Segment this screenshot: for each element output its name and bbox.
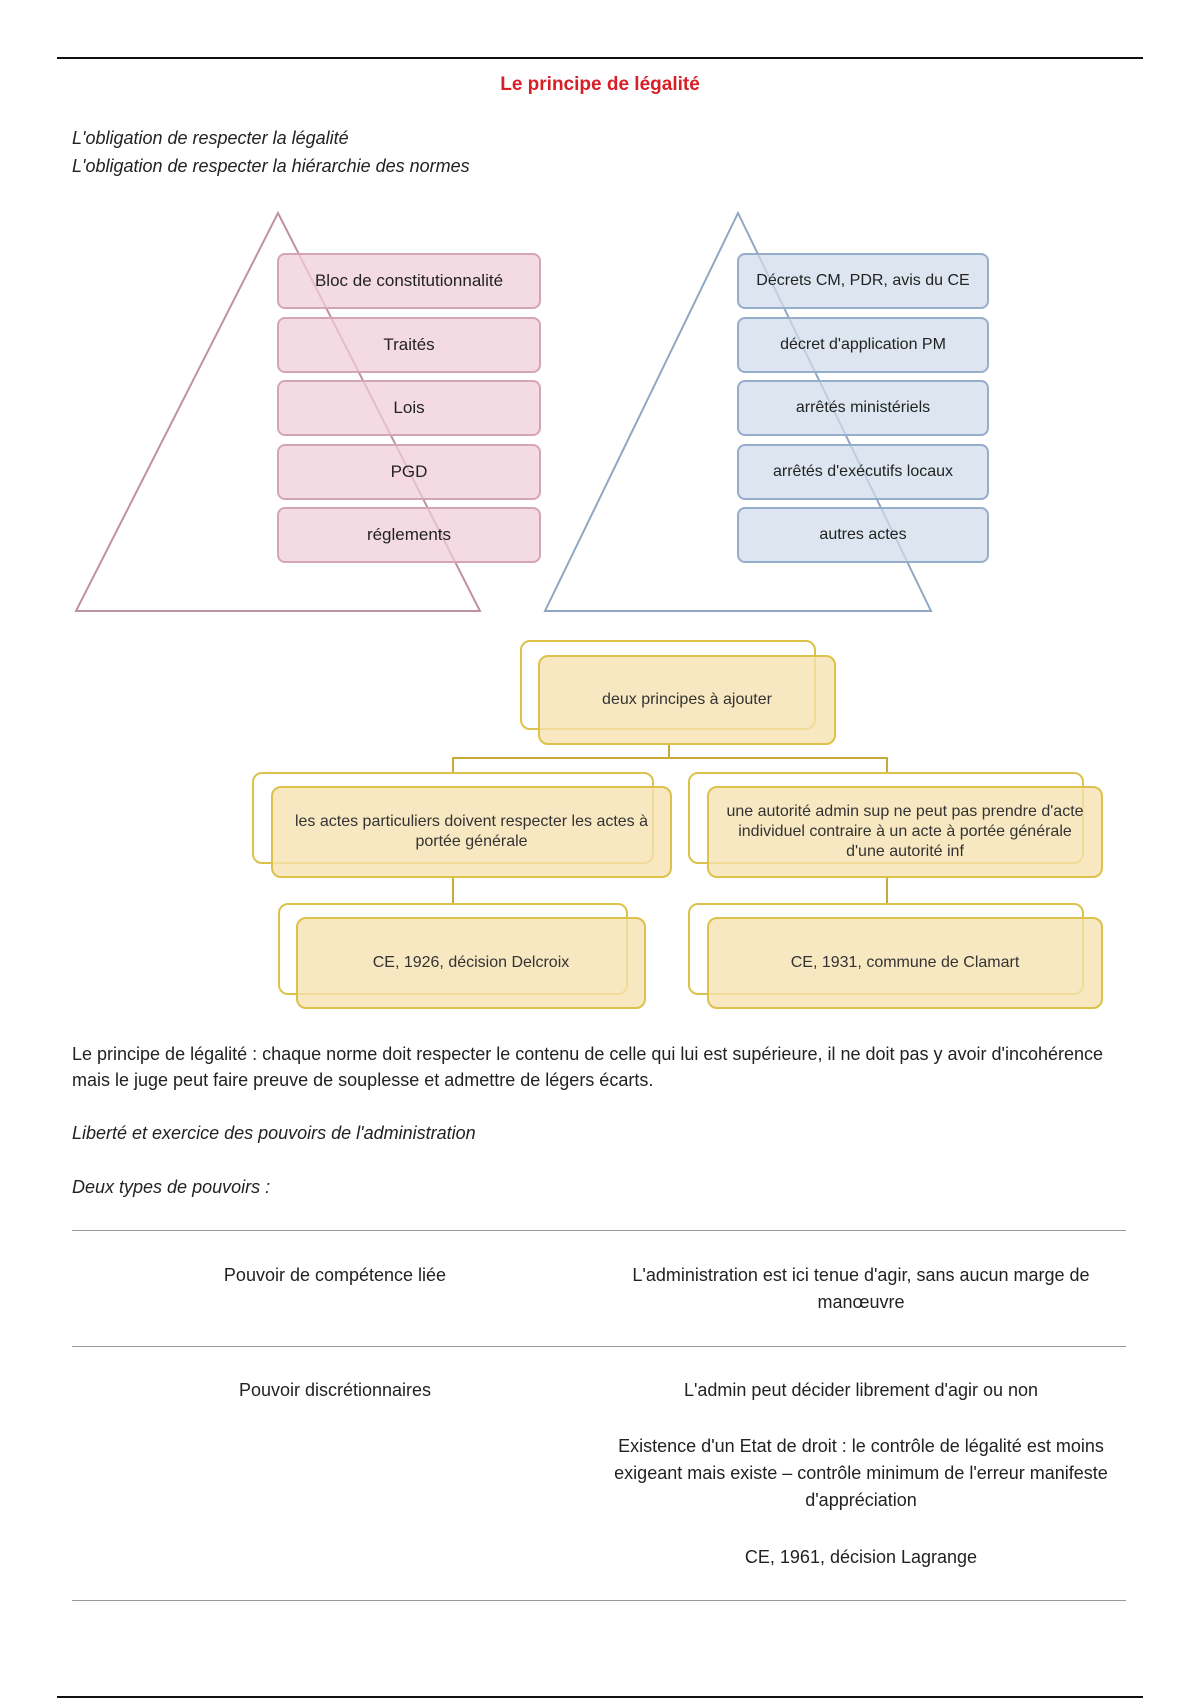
connector: [886, 757, 888, 773]
left-branch-box: les actes particuliers doivent respecter…: [271, 786, 672, 878]
table-rule: [72, 1230, 1126, 1231]
case-citation: CE, 1961, décision Lagrange: [744, 1547, 978, 1567]
norm-box: réglements: [277, 507, 541, 563]
power-desc: L'administration est ici tenue d'agir, s…: [632, 1265, 1090, 1312]
page-title: Le principe de légalité: [500, 74, 700, 95]
section-heading: Liberté et exercice des pouvoirs de l'ad…: [72, 1123, 476, 1143]
norm-box: Lois: [277, 380, 541, 436]
top-rule: [57, 57, 1143, 59]
bottom-rule: [57, 1696, 1143, 1698]
act-box: décret d'application PM: [737, 317, 989, 373]
connector: [668, 744, 670, 758]
power-desc: L'admin peut décider librement d'agir ou…: [683, 1380, 1039, 1400]
norm-box: PGD: [277, 444, 541, 500]
norm-box: Bloc de constitutionnalité: [277, 253, 541, 309]
act-box: Décrets CM, PDR, avis du CE: [737, 253, 989, 309]
intro-line-1: L'obligation de respecter la légalité: [72, 128, 349, 148]
types-heading: Deux types de pouvoirs :: [72, 1177, 271, 1197]
connector: [452, 757, 454, 773]
pyramid-outlines: [74, 210, 933, 612]
root-box: deux principes à ajouter: [538, 655, 836, 745]
connector: [452, 878, 454, 904]
power-desc: Existence d'un Etat de droit : le contrô…: [614, 1436, 1108, 1510]
act-box: arrêtés ministériels: [737, 380, 989, 436]
connector: [452, 757, 888, 759]
act-box: autres actes: [737, 507, 989, 563]
right-branch-box: une autorité admin sup ne peut pas prend…: [707, 786, 1103, 878]
norm-box: Traités: [277, 317, 541, 373]
left-leaf-box: CE, 1926, décision Delcroix: [296, 917, 646, 1009]
power-label: Pouvoir de compétence liée: [223, 1265, 447, 1285]
table-rule: [72, 1600, 1126, 1601]
power-label: Pouvoir discrétionnaires: [238, 1380, 432, 1400]
right-leaf-box: CE, 1931, commune de Clamart: [707, 917, 1103, 1009]
act-box: arrêtés d'exécutifs locaux: [737, 444, 989, 500]
principle-paragraph: Le principe de légalité : chaque norme d…: [72, 1044, 1104, 1090]
connector: [886, 878, 888, 904]
table-rule: [72, 1346, 1126, 1347]
intro-line-2: L'obligation de respecter la hiérarchie …: [72, 156, 470, 176]
